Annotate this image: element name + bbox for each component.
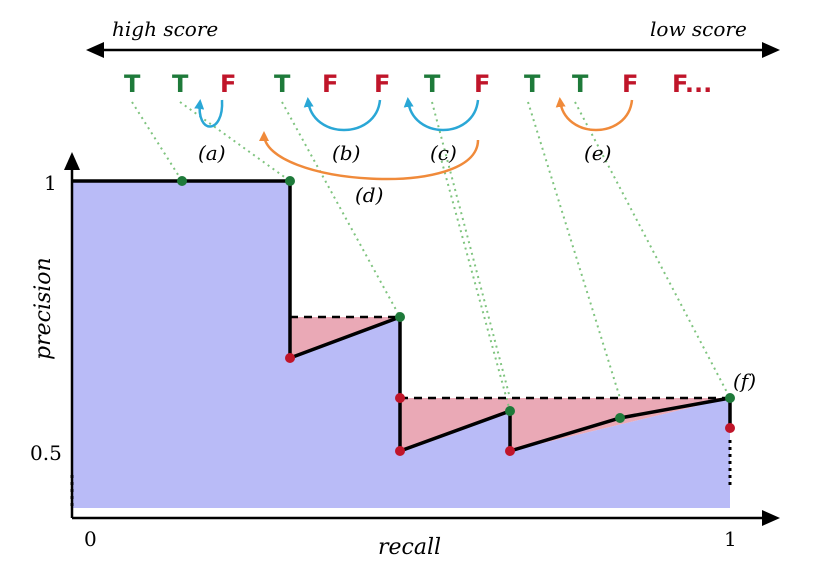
swap-label-c: (c) <box>430 141 457 165</box>
swap-arc-e <box>555 97 634 132</box>
sequence-label-false: F <box>220 70 236 98</box>
label-sequence: T T F T F F T F T T F F... <box>124 70 712 98</box>
sequence-label-true: T <box>172 70 189 98</box>
sequence-label-true: T <box>524 70 541 98</box>
swap-label-e: (e) <box>584 141 611 165</box>
point-red <box>285 353 295 363</box>
point-green <box>285 176 295 186</box>
y-tick-1: 1 <box>44 171 57 195</box>
swap-arc-a <box>194 99 224 128</box>
guide-lines <box>131 101 731 412</box>
y-axis-label: precision <box>31 257 56 360</box>
swap-arc-c <box>403 97 480 132</box>
sequence-label-false: F <box>474 70 490 98</box>
pr-area <box>72 181 730 508</box>
high-score-label: high score <box>112 17 218 41</box>
point-red <box>395 393 405 403</box>
sequence-label-true: T <box>274 70 291 98</box>
pr-area-upper <box>290 317 400 451</box>
score-order-arrow <box>86 42 780 58</box>
x-tick-1: 1 <box>724 527 737 551</box>
swap-label-d: (d) <box>355 183 383 207</box>
y-tick-0-5: 0.5 <box>30 441 62 465</box>
point-green <box>177 176 187 186</box>
point-green <box>725 393 735 403</box>
x-axis-label: recall <box>378 535 441 560</box>
sequence-label-false: F... <box>672 70 712 98</box>
swap-label-a: (a) <box>198 141 226 165</box>
sequence-label-false: F <box>374 70 390 98</box>
swap-arcs <box>194 97 634 181</box>
point-green <box>615 413 625 423</box>
point-red <box>395 446 405 456</box>
sequence-label-true: T <box>572 70 589 98</box>
point-red <box>505 446 515 456</box>
x-tick-0: 0 <box>84 527 97 551</box>
point-green <box>505 406 515 416</box>
interpolated-lines <box>290 315 730 400</box>
point-red <box>725 423 735 433</box>
curve-points <box>177 176 735 456</box>
sequence-label-false: F <box>322 70 338 98</box>
sequence-label-false: F <box>622 70 638 98</box>
continuation-dots <box>70 440 732 508</box>
sequence-label-true: T <box>424 70 441 98</box>
low-score-label: low score <box>650 17 747 41</box>
axes <box>64 152 780 526</box>
swap-label-b: (b) <box>332 141 360 165</box>
sequence-label-true: T <box>124 70 141 98</box>
swap-arc-b <box>303 97 382 132</box>
swap-arc-d <box>259 131 480 181</box>
swap-label-f: (f) <box>733 369 756 393</box>
point-green <box>395 312 405 322</box>
pr-curve <box>72 179 732 454</box>
